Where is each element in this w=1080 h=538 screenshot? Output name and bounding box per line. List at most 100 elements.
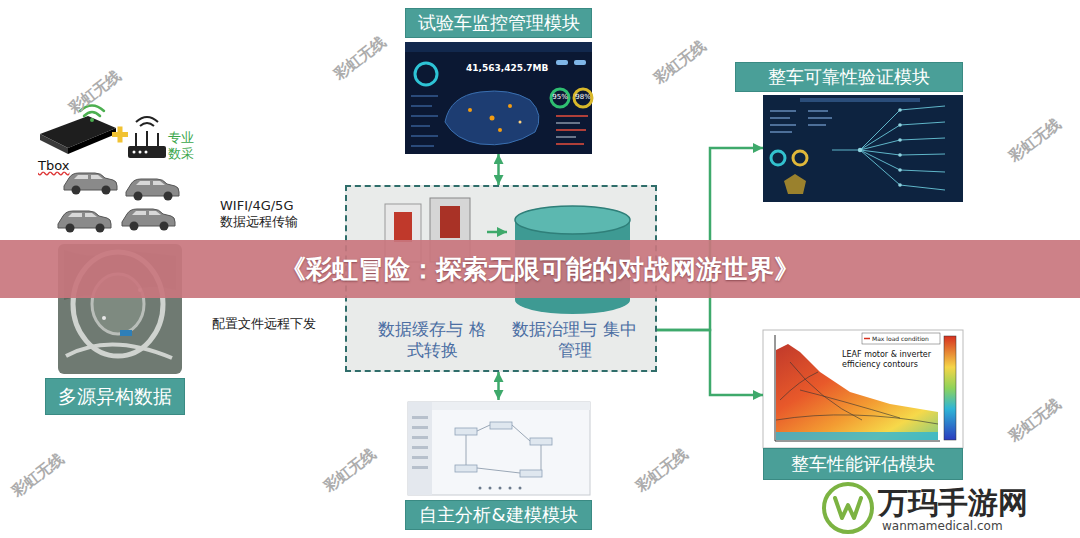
efficiency-chart bbox=[864, 338, 870, 340]
reliability-screenshot bbox=[832, 106, 945, 190]
efficiency-chart bbox=[763, 330, 963, 448]
watermark: 彩虹无线 bbox=[620, 434, 703, 505]
monitoring-screenshot bbox=[405, 42, 592, 52]
analysis-screenshot bbox=[412, 436, 428, 439]
gauge-value: 95% bbox=[551, 93, 569, 102]
router-icon bbox=[133, 151, 136, 154]
analysis-screenshot bbox=[455, 428, 477, 435]
monitoring-screenshot bbox=[556, 115, 588, 117]
gauge-value: 98% bbox=[574, 93, 592, 102]
module-title: 自主分析&建模模块 bbox=[405, 500, 592, 530]
monitoring-screenshot bbox=[556, 129, 586, 131]
efficiency-chart bbox=[763, 330, 963, 448]
analysis-screenshot bbox=[412, 416, 428, 469]
monitoring-screenshot bbox=[508, 104, 512, 108]
reliability-screenshot bbox=[763, 95, 963, 202]
router-icon bbox=[139, 151, 142, 154]
analysis-screenshot bbox=[408, 402, 432, 495]
reliability-screenshot bbox=[800, 98, 920, 102]
efficiency-chart bbox=[800, 390, 900, 418]
analysis-screenshot bbox=[412, 416, 428, 419]
efficiency-chart bbox=[790, 362, 862, 420]
reliability-screenshot bbox=[898, 168, 902, 172]
test-track-photo bbox=[120, 330, 132, 336]
reliability-screenshot bbox=[808, 124, 826, 126]
monitoring-screenshot bbox=[411, 145, 434, 147]
link-label: 配置文件远程下发 bbox=[212, 316, 332, 332]
reliability-screenshot bbox=[770, 131, 792, 133]
watermark: 彩虹无线 bbox=[993, 104, 1076, 175]
monitoring-screenshot bbox=[519, 121, 522, 124]
site-logo bbox=[824, 484, 872, 532]
wifi-icon bbox=[84, 112, 100, 116]
monitoring-screenshot bbox=[411, 95, 438, 97]
reliability-screenshot bbox=[771, 151, 785, 165]
database-cylinder bbox=[515, 206, 630, 234]
monitoring-screenshot bbox=[411, 125, 430, 127]
efficiency-chart bbox=[775, 441, 940, 442]
tbox-device bbox=[40, 134, 68, 154]
efficiency-chart bbox=[776, 432, 938, 440]
plus-sign bbox=[118, 127, 123, 143]
device-label: Tbox bbox=[38, 158, 69, 174]
router-icon bbox=[136, 117, 158, 122]
router-icon bbox=[157, 133, 159, 146]
reliability-screenshot bbox=[858, 148, 862, 152]
watermark: 彩虹无线 bbox=[993, 384, 1076, 455]
reliability-screenshot bbox=[898, 108, 902, 112]
reliability-screenshot bbox=[898, 138, 902, 142]
page-title: 《彩虹冒险：探索无限可能的对战网游世界》 bbox=[280, 252, 800, 287]
analysis-screenshot bbox=[455, 422, 552, 477]
analysis-screenshot bbox=[408, 402, 590, 495]
wifi-icon bbox=[90, 118, 94, 122]
car-group bbox=[122, 209, 175, 231]
monitoring-screenshot bbox=[468, 108, 472, 112]
flow-arrow bbox=[657, 330, 763, 395]
reliability-screenshot bbox=[784, 174, 806, 194]
reliability-screenshot bbox=[770, 117, 790, 119]
reliability-screenshot bbox=[832, 150, 860, 151]
monitoring-screenshot bbox=[574, 60, 586, 65]
flow-arrow bbox=[497, 372, 500, 400]
server-icon bbox=[440, 206, 460, 238]
process-caption: 数据缓存与 格式转换 bbox=[377, 319, 487, 362]
analysis-screenshot bbox=[520, 470, 542, 477]
reliability-screenshot bbox=[860, 122, 945, 150]
monitoring-screenshot bbox=[411, 135, 438, 137]
reliability-screenshot bbox=[860, 138, 945, 150]
module-title: 多源异构数据 bbox=[45, 378, 185, 415]
car-group bbox=[58, 211, 111, 233]
reliability-screenshot bbox=[793, 151, 807, 165]
analysis-screenshot bbox=[490, 422, 512, 429]
analysis-screenshot bbox=[541, 445, 542, 470]
analysis-screenshot bbox=[432, 402, 590, 410]
chart-note: LEAF motor & inverter efficiency contour… bbox=[842, 350, 934, 370]
plus-sign bbox=[112, 127, 128, 143]
analysis-screenshot bbox=[512, 425, 530, 441]
monitoring-screenshot bbox=[405, 42, 592, 154]
monitoring-screenshot bbox=[415, 63, 437, 85]
monitoring-screenshot bbox=[556, 122, 580, 124]
source-box: 多源异构数据 bbox=[45, 378, 185, 415]
analysis-screenshot bbox=[519, 487, 522, 490]
monitoring-screenshot bbox=[445, 91, 539, 145]
watermark: 彩虹无线 bbox=[638, 26, 721, 97]
monitoring-screenshot bbox=[411, 115, 438, 117]
efficiency-chart bbox=[776, 344, 938, 440]
efficiency-chart bbox=[776, 415, 938, 424]
title-banner: 《彩虹冒险：探索无限可能的对战网游世界》 bbox=[0, 240, 1080, 298]
reliability-screenshot bbox=[858, 108, 902, 187]
analysis-screenshot bbox=[509, 487, 512, 490]
monitoring-screenshot bbox=[405, 42, 592, 154]
analysis-screenshot bbox=[408, 402, 590, 495]
analysis-screenshot bbox=[455, 465, 477, 472]
router-icon bbox=[145, 151, 148, 154]
efficiency-chart bbox=[944, 336, 956, 440]
analysis-screenshot bbox=[477, 425, 490, 431]
analysis-screenshot bbox=[412, 426, 428, 429]
module-title: 整车可靠性验证模块 bbox=[735, 62, 963, 92]
analysis-screenshot bbox=[489, 487, 492, 490]
efficiency-chart bbox=[776, 362, 938, 424]
monitoring-screenshot bbox=[574, 89, 592, 107]
monitoring-screenshot bbox=[498, 128, 502, 132]
